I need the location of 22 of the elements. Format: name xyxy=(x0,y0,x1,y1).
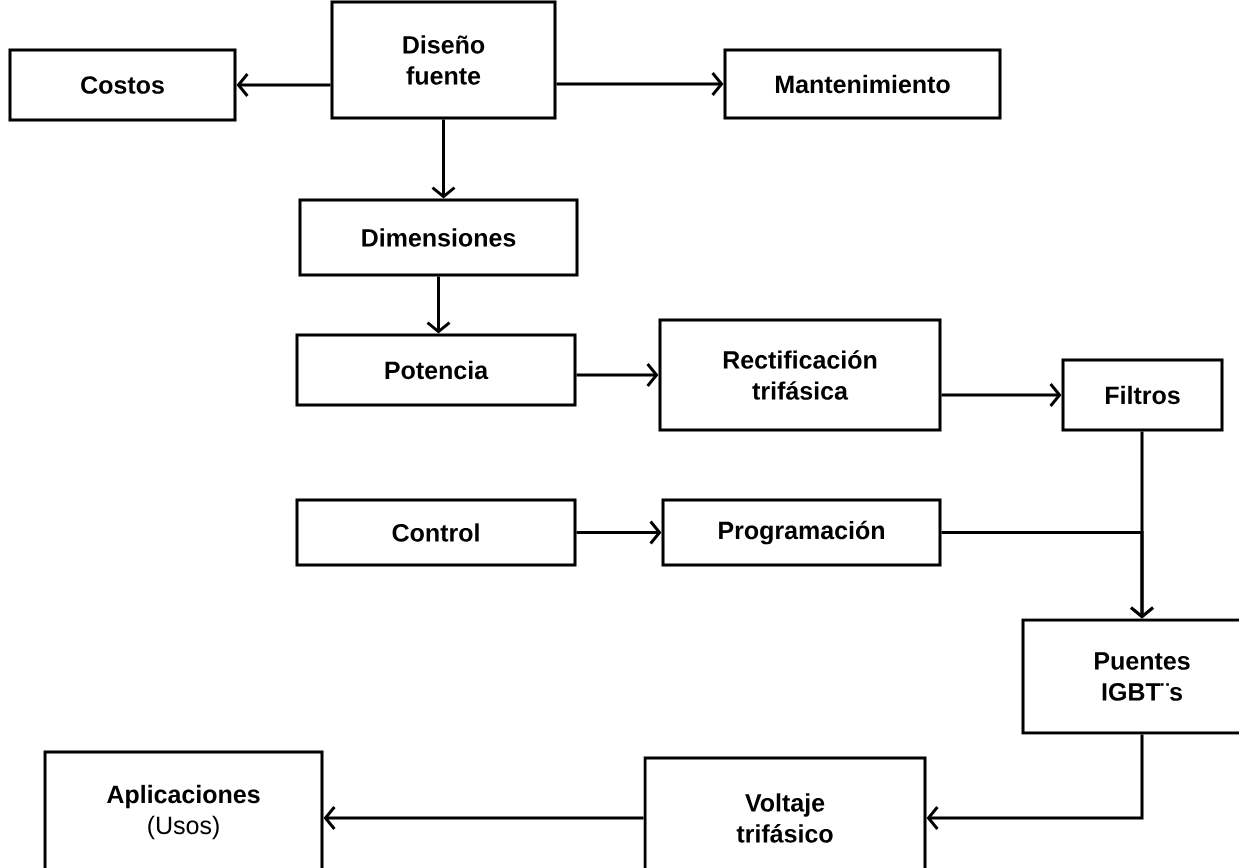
process-box: Puentes IGBT¨s xyxy=(1021,618,1239,735)
arrow xyxy=(556,72,724,96)
process-box: Control xyxy=(295,498,577,567)
arrow xyxy=(576,363,659,387)
process-box: Dimensiones xyxy=(298,198,579,277)
arrow xyxy=(426,276,451,334)
process-box: Programación xyxy=(661,498,942,567)
process-box: Potencia xyxy=(295,333,577,407)
arrow xyxy=(236,73,331,97)
arrow xyxy=(323,806,644,830)
process-box: Aplicaciones (Usos) xyxy=(43,750,324,868)
arrow xyxy=(926,734,1144,830)
process-box: Filtros xyxy=(1061,358,1224,432)
arrow xyxy=(576,520,662,545)
process-box: Voltaje trifásico xyxy=(643,756,927,868)
process-box: Mantenimiento xyxy=(723,48,1002,120)
arrow xyxy=(941,383,1062,407)
process-box: Diseño fuente xyxy=(330,0,557,120)
arrow xyxy=(941,531,1154,619)
process-box: Costos xyxy=(8,48,237,122)
process-box: Rectificación trifásica xyxy=(658,318,942,432)
arrow xyxy=(431,119,456,199)
